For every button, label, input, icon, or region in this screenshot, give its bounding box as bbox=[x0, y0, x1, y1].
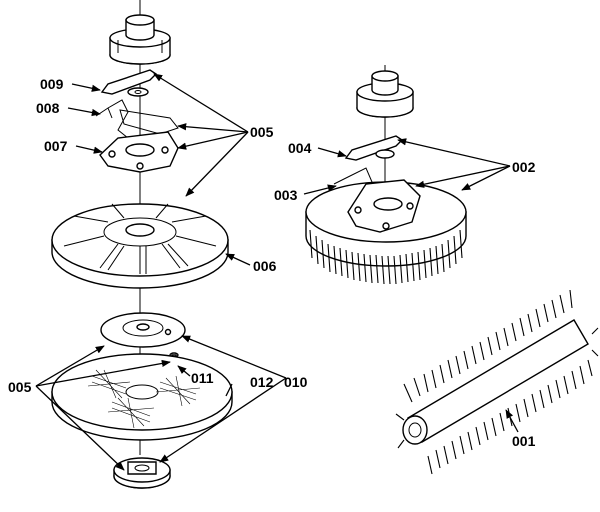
label-008: 008 bbox=[36, 100, 60, 116]
part-006-driver-disc bbox=[51, 203, 229, 289]
right-top-drive-hub bbox=[356, 70, 414, 118]
label-002: 002 bbox=[512, 159, 536, 175]
label-005-bottom: 005 bbox=[8, 379, 32, 395]
part-001-cylindrical-brush bbox=[395, 289, 599, 475]
label-012: 012 bbox=[250, 374, 274, 390]
left-centre-lock bbox=[113, 457, 171, 489]
left-top-drive-hub bbox=[109, 14, 171, 65]
part-007-plate bbox=[99, 131, 179, 173]
label-004: 004 bbox=[288, 140, 312, 156]
part-004-clip bbox=[344, 135, 404, 161]
right-rotary-brush bbox=[305, 179, 467, 285]
left-bracket-frame bbox=[119, 109, 179, 135]
leader-lines bbox=[35, 73, 519, 471]
label-005-top: 005 bbox=[250, 124, 274, 140]
right-washer bbox=[375, 149, 395, 159]
label-010: 010 bbox=[284, 374, 308, 390]
label-003: 003 bbox=[274, 187, 298, 203]
label-006: 006 bbox=[253, 258, 277, 274]
label-011: 011 bbox=[191, 370, 214, 386]
left-assembly bbox=[51, 0, 233, 489]
label-001: 001 bbox=[512, 433, 536, 449]
part-008-spring-wire bbox=[95, 99, 129, 139]
left-washer bbox=[127, 87, 149, 97]
part-010-pad-holder-disc bbox=[100, 312, 186, 348]
pad-hatch-marks bbox=[87, 369, 201, 429]
label-007: 007 bbox=[44, 138, 68, 154]
callout-labels: 009 008 007 005 006 004 003 002 005 011 … bbox=[8, 76, 536, 449]
label-009: 009 bbox=[40, 76, 64, 92]
right-brush-assembly bbox=[305, 65, 467, 285]
